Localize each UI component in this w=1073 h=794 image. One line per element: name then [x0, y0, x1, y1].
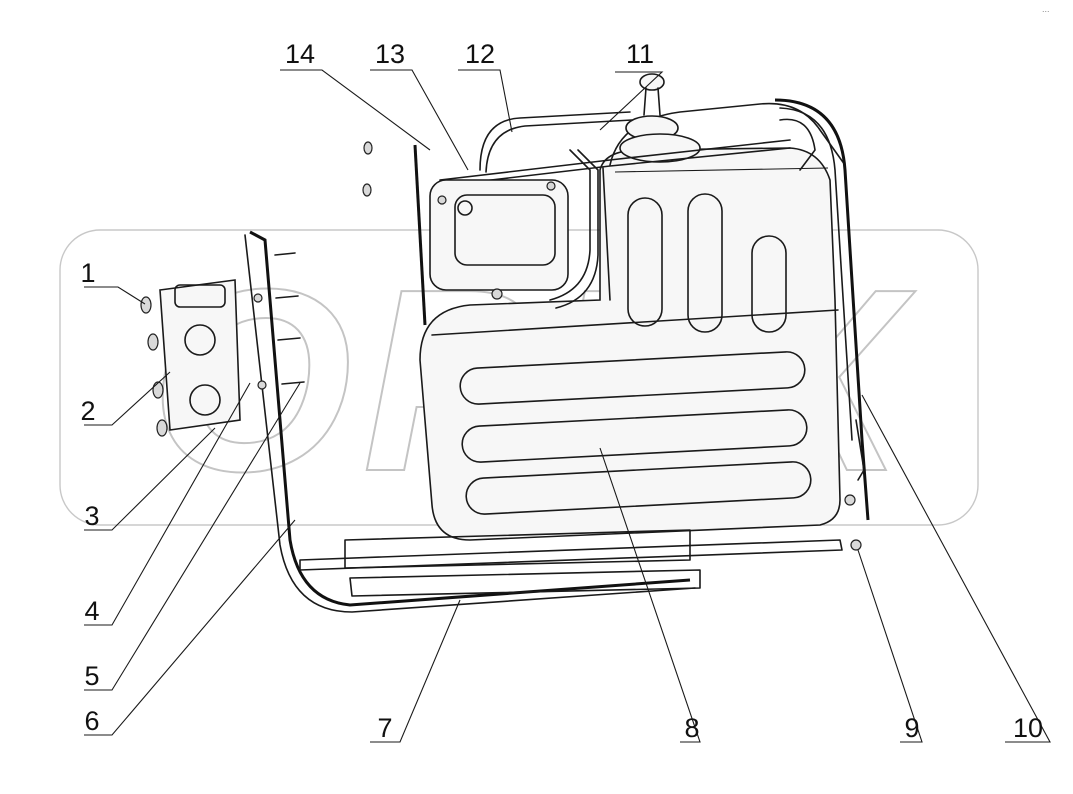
callout-9: 9	[904, 713, 919, 743]
callout-10: 10	[1013, 713, 1043, 743]
callout-12: 12	[465, 39, 495, 69]
callout-5: 5	[84, 661, 99, 691]
side-bolts	[253, 252, 305, 390]
mounting-plate	[140, 279, 241, 437]
callout-11: 11	[626, 39, 654, 69]
callout-4: 4	[84, 596, 99, 626]
fuel-pipes	[439, 111, 816, 309]
fuel-tank	[419, 102, 846, 541]
callout-6: 6	[84, 706, 99, 736]
callout-1: 1	[80, 258, 95, 288]
lower-strap	[244, 230, 843, 613]
callout-3: 3	[84, 501, 99, 531]
callout-13: 13	[375, 39, 405, 69]
nut-near-strap	[844, 494, 856, 506]
leader-lines	[84, 69, 1051, 743]
callout-2: 2	[80, 396, 95, 426]
loose-bolts-top	[362, 141, 373, 197]
callout-7: 7	[377, 713, 392, 743]
right-strap	[774, 98, 870, 521]
callout-8: 8	[684, 713, 699, 743]
corner-mark: ...	[1042, 4, 1050, 14]
filler-cap	[619, 73, 701, 163]
nut-9	[850, 539, 862, 551]
callout-14: 14	[285, 39, 315, 69]
sensor-bracket	[413, 144, 569, 326]
